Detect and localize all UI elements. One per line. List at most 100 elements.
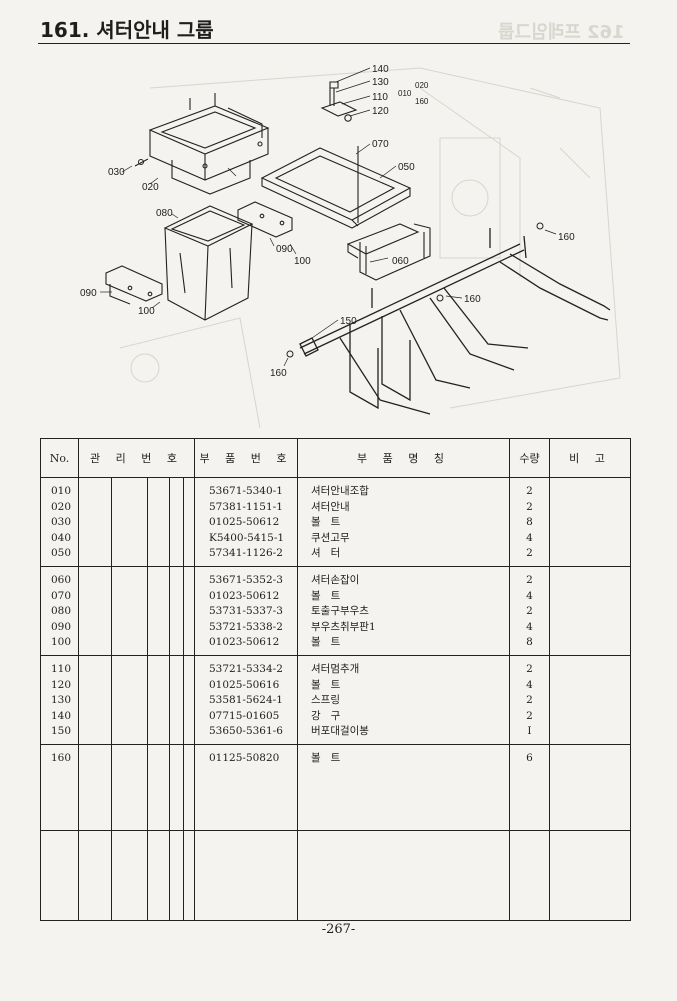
bleed-through-title: 162 프레임그룹 bbox=[498, 22, 625, 43]
table-group-row bbox=[40, 829, 631, 921]
part-no: 040 bbox=[51, 531, 72, 544]
part-no: 140 bbox=[51, 709, 72, 722]
part-no: 080 bbox=[51, 605, 72, 618]
part-number: 53671-5352-3 bbox=[209, 573, 283, 586]
cell-part-name: 볼 트 bbox=[297, 743, 510, 831]
cell-part-number bbox=[194, 829, 298, 921]
table-header-row: No. 관 리 번 호 부 품 번 호 부 품 명 칭 수량 비 고 bbox=[40, 438, 631, 478]
page-title: 161. 셔터안내 그룹 bbox=[40, 18, 214, 42]
part-name: 셔 터 bbox=[311, 547, 341, 560]
callout-090-upper: 090 bbox=[276, 244, 293, 255]
cell-no: 160 bbox=[40, 743, 79, 831]
part-no: 150 bbox=[51, 725, 72, 738]
part-no: 120 bbox=[51, 678, 72, 691]
part-qty: I bbox=[527, 725, 532, 738]
cell-quantity: 6 bbox=[509, 743, 550, 831]
part-number: 53721-5334-2 bbox=[209, 662, 283, 675]
part-name: 셔터손잡이 bbox=[311, 573, 360, 586]
callout-160-right: 160 bbox=[558, 232, 575, 243]
part-name: 볼 트 bbox=[311, 589, 341, 602]
part-name: 토출구부우츠 bbox=[311, 605, 369, 618]
part-qty: 4 bbox=[526, 678, 533, 691]
part-name: 볼 트 bbox=[311, 751, 341, 764]
discharge-boot bbox=[163, 205, 254, 321]
part-no: 070 bbox=[51, 589, 72, 602]
callout-150: 150 bbox=[340, 316, 357, 327]
part-qty: 6 bbox=[526, 751, 533, 764]
callout-160-left: 160 bbox=[270, 368, 287, 379]
part-number: 53731-5337-3 bbox=[209, 605, 283, 618]
part-name: 셔터안내 bbox=[311, 500, 350, 513]
header-quantity: 수량 bbox=[509, 438, 550, 478]
part-no: 010 bbox=[51, 485, 72, 497]
callout-140: 140 bbox=[372, 64, 389, 75]
callout-160-sub: 160 bbox=[415, 97, 429, 106]
callout-060: 060 bbox=[392, 256, 409, 267]
callout-030: 030 bbox=[108, 167, 125, 178]
callout-120: 120 bbox=[372, 106, 389, 117]
callout-110: 110 bbox=[372, 92, 388, 103]
cell-quantity bbox=[509, 829, 550, 921]
callout-020-sub: 020 bbox=[415, 81, 429, 90]
callout-070: 070 bbox=[372, 139, 389, 150]
callout-160-mid: 160 bbox=[464, 294, 481, 305]
cell-remarks bbox=[549, 565, 631, 656]
part-number: 53581-5624-1 bbox=[209, 694, 283, 707]
callout-010: 010 bbox=[398, 89, 412, 98]
cell-management-number bbox=[78, 654, 195, 745]
cell-remarks bbox=[549, 743, 631, 831]
bleed-through-sketch bbox=[119, 67, 621, 429]
part-no: 090 bbox=[51, 620, 72, 633]
cell-part-name bbox=[297, 829, 510, 921]
bolt-030 bbox=[134, 158, 149, 167]
page-number: -267- bbox=[321, 922, 356, 937]
part-qty: 2 bbox=[526, 500, 533, 513]
cell-management-number bbox=[78, 477, 195, 567]
parts-table: No. 관 리 번 호 부 품 번 호 부 품 명 칭 수량 비 고 010 02… bbox=[40, 438, 631, 921]
cell-remarks bbox=[549, 829, 631, 921]
shutter-stopper bbox=[320, 81, 358, 122]
cell-remarks bbox=[549, 654, 631, 745]
cell-part-number: 01125-50820 bbox=[194, 743, 298, 831]
part-qty: 2 bbox=[526, 573, 533, 586]
part-name: 볼 트 bbox=[311, 636, 341, 649]
part-number: 57341-1126-2 bbox=[209, 547, 283, 560]
part-number: 01023-50612 bbox=[209, 636, 280, 649]
part-qty: 2 bbox=[526, 694, 533, 707]
part-qty: 4 bbox=[526, 531, 533, 544]
part-qty: 8 bbox=[526, 516, 533, 529]
header-part-name: 부 품 명 칭 bbox=[297, 438, 510, 478]
part-name: 볼 트 bbox=[311, 678, 341, 691]
part-number: 57381-1151-1 bbox=[209, 500, 283, 513]
shutter-guide-upper bbox=[148, 93, 270, 195]
part-name: 셔터안내조합 bbox=[311, 485, 369, 497]
exploded-parts-diagram: 140 130 110 120 010 020 160 070 050 030 … bbox=[0, 48, 677, 438]
boot-mount-plate bbox=[105, 201, 293, 305]
part-name: 부우츠취부판1 bbox=[311, 620, 376, 633]
cell-remarks bbox=[549, 477, 631, 567]
header-part-number: 부 품 번 호 bbox=[194, 438, 298, 478]
cell-management-number bbox=[78, 829, 195, 921]
part-number: 01025-50616 bbox=[209, 678, 280, 691]
part-no: 030 bbox=[51, 516, 72, 529]
bag-hanger-rod bbox=[299, 228, 611, 415]
part-no: 100 bbox=[51, 636, 72, 649]
callout-100-upper: 100 bbox=[294, 256, 311, 267]
part-name: 버포대걸이봉 bbox=[311, 725, 369, 738]
cell-no bbox=[40, 829, 79, 921]
header-no: No. bbox=[40, 438, 79, 478]
part-qty: 2 bbox=[526, 662, 533, 675]
part-number: 53721-5338-2 bbox=[209, 620, 283, 633]
part-number: K5400-5415-1 bbox=[209, 531, 285, 544]
callout-080: 080 bbox=[156, 208, 173, 219]
part-qty: 4 bbox=[526, 620, 533, 633]
part-name: 쿠션고무 bbox=[311, 531, 350, 544]
part-no: 020 bbox=[51, 500, 72, 513]
